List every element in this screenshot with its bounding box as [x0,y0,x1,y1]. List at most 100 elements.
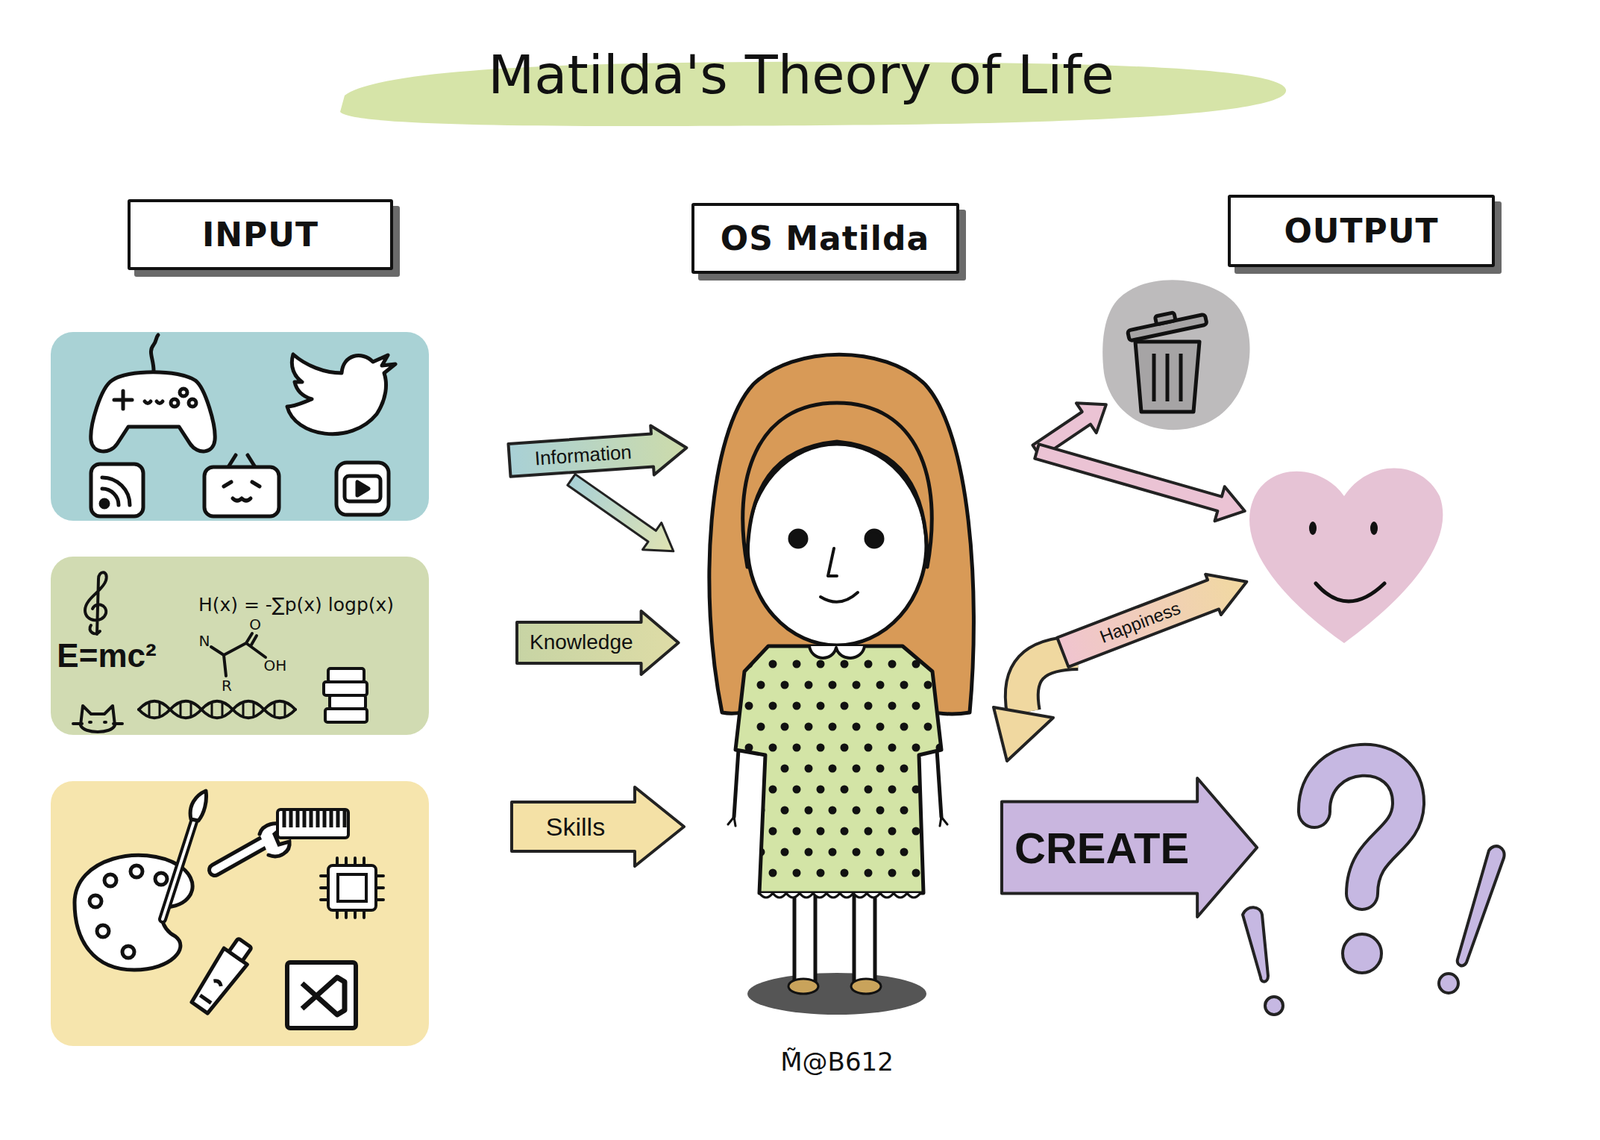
dress-dot [757,722,766,732]
palette-icon [89,895,102,908]
palette-icon [74,790,207,970]
dress-dot [745,868,754,878]
exclamation-mark [1457,845,1505,966]
dress-dot [840,660,849,669]
dress-dot [924,848,933,857]
video-icon [357,481,369,496]
dress-dot [888,868,897,878]
happiness-loop [993,652,1078,761]
video-icon [336,462,389,515]
arrow-label: Knowledge [529,630,634,655]
dress-dot [816,868,825,878]
dress-dot [900,764,909,773]
atom-label: N [199,631,211,650]
palette-icon [96,924,109,937]
dress-dot [840,701,849,711]
chip-icon [328,865,376,911]
dress-dot [828,681,837,690]
tv-icon [223,481,260,501]
gamepad-icon [91,372,215,452]
exclamation-mark [1242,907,1269,982]
question-mark [1342,933,1382,973]
arrow-label: CREATE [1014,822,1189,873]
trash-can-icon [1154,312,1176,325]
happiness-loop [993,707,1054,761]
keyboard-icon [277,809,349,838]
gamepad-icon [179,388,188,397]
section-header: OUTPUT [1227,194,1495,268]
dress-dot [757,848,766,857]
wrench-icon [214,842,263,870]
dress-dot [804,681,814,690]
block-arrow: Knowledge [515,609,681,676]
exclamation-mark [1438,973,1459,993]
dress-dot [912,701,921,711]
matilda-figure [747,443,927,646]
dress-dots [745,660,945,878]
book-stack [323,681,367,696]
dress-dot [792,701,802,711]
book-stack [325,708,367,723]
branch-arrow [561,466,683,565]
matilda-figure [827,548,837,576]
arrow-outline [1001,777,1257,917]
dress-dot [804,848,814,857]
matilda-figure [854,892,875,984]
dna-rungs [149,702,285,717]
book-stack [328,668,365,682]
dress-dot [780,764,790,773]
dress-dot [900,848,909,857]
dress-dot [769,827,778,836]
dress-dot [912,827,921,836]
arrow-outline [516,610,679,675]
rss-icon [100,499,109,508]
gamepad-icon [150,334,159,371]
question-mark [1314,760,1409,973]
matilda-figure [709,354,975,1015]
dress-dot [816,785,825,794]
dress-dot [852,806,861,815]
media-panel [50,331,429,521]
chip-icon [320,857,384,918]
arrow-outline [1054,561,1254,673]
trash-can-icon [1153,353,1181,402]
code-editor-icon [287,962,356,1028]
video-icon [336,462,389,515]
diagram-title: Matilda's Theory of Life [487,43,1115,106]
question-mark [1314,760,1409,894]
dress-dot [864,701,873,711]
dress-dot [936,827,945,836]
palette-icon [162,816,196,919]
paint-tube-icon [228,938,253,962]
code-editor-icon [302,977,345,1015]
dress-dot [900,681,909,690]
bird-icon [287,354,396,435]
dress-dot [864,827,873,836]
dress-dot [876,764,885,773]
dress-dot [769,660,778,669]
cat-doodle [73,705,123,732]
happy-heart [1315,583,1385,602]
matilda-figure [735,645,942,893]
block-arrow: CREATE [1000,776,1259,919]
dress-dot [912,743,921,752]
dress-dot [864,743,873,752]
matilda-figure [788,978,819,994]
gamepad-icon [91,334,215,452]
dress-dot [840,743,849,752]
dress-dot [924,764,933,773]
matilda-figure [820,592,858,602]
signature: M̃@B612 [780,1046,894,1077]
split-arrow [1031,434,1250,529]
chip-icon [320,857,384,918]
rss-icon [102,477,130,505]
dress-dot [780,806,790,815]
atom-label: R [221,676,232,695]
palette-icon [130,865,143,878]
header-label: INPUT [202,215,319,254]
dress-dot [876,848,885,857]
dress-dot [912,785,921,794]
trash-blob [1102,279,1250,430]
tv-icon [204,466,279,517]
dress-dot [900,806,909,815]
